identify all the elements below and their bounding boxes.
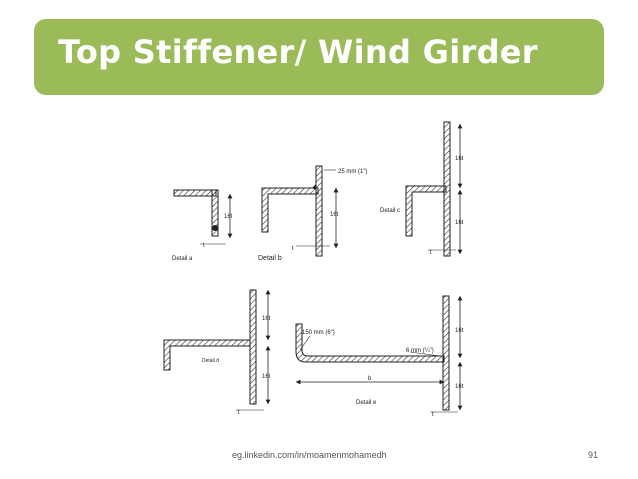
footer-url: eg.linkedin.com/in/moamenmohamedh xyxy=(232,450,387,460)
detail-a: 16t t Detail a xyxy=(172,189,233,262)
detail-d-shell xyxy=(249,289,257,405)
detail-c: 16t 16t t Detail c xyxy=(380,121,464,257)
detail-b-t-label: t xyxy=(292,246,294,252)
slide-title: Top Stiffener/ Wind Girder xyxy=(58,33,538,71)
detail-b: 25 mm (1") 16t t Detail b xyxy=(258,165,367,262)
detail-c-t-label: t xyxy=(430,250,432,256)
detail-d-bottom-dim: 16t xyxy=(262,374,271,380)
detail-b-shell xyxy=(315,165,323,257)
detail-b-top-dim: 25 mm (1") xyxy=(338,169,367,175)
detail-e-top-dim: 16t xyxy=(455,328,464,334)
detail-b-caption: Detail b xyxy=(258,255,282,262)
detail-d-t-label: t xyxy=(238,410,240,416)
detail-e-b-label: b xyxy=(368,376,372,382)
detail-d-caption: Detail d xyxy=(202,358,219,364)
detail-e-caption: Detail e xyxy=(356,400,377,406)
detail-d: 16t 16t t Detail d xyxy=(163,289,271,416)
detail-c-caption: Detail c xyxy=(380,208,400,214)
detail-a-caption: Detail a xyxy=(172,256,193,262)
detail-a-angle-horizontal xyxy=(173,189,217,197)
detail-a-t-label: t xyxy=(203,243,205,249)
detail-c-bent-plate xyxy=(405,185,447,237)
title-bar: Top Stiffener/ Wind Girder xyxy=(34,19,604,95)
detail-b-bent-plate xyxy=(261,187,319,233)
detail-c-bottom-dim: 16t xyxy=(455,220,464,226)
detail-e: 150 mm (6") 6 mm (¼") b 16t 16t t Detail… xyxy=(295,295,464,418)
detail-a-weld xyxy=(212,225,218,231)
detail-d-angle xyxy=(163,339,251,371)
detail-e-shell xyxy=(442,295,450,411)
detail-c-shell xyxy=(443,121,451,257)
detail-e-radius-label: 150 mm (6") xyxy=(302,330,335,336)
detail-b-dim-label: 16t xyxy=(330,212,339,218)
page-number: 91 xyxy=(588,450,599,460)
detail-c-top-dim: 16t xyxy=(455,156,464,162)
detail-d-top-dim: 16t xyxy=(262,316,271,322)
detail-e-t-label: t xyxy=(432,412,434,418)
detail-e-bottom-dim: 16t xyxy=(455,384,464,390)
detail-e-weld-label: 6 mm (¼") xyxy=(406,348,434,354)
detail-a-dim-label: 16t xyxy=(224,214,233,220)
detail-a-shell xyxy=(211,189,219,237)
